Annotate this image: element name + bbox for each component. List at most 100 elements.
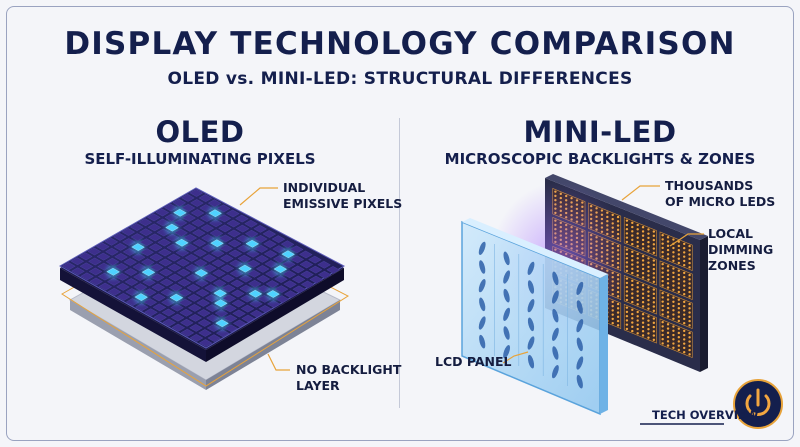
micro-led (641, 330, 645, 333)
micro-led (625, 314, 629, 318)
oled-pixel (197, 309, 211, 317)
oled-pixel (159, 268, 173, 277)
micro-led (641, 267, 645, 271)
oled-pixel (202, 254, 216, 262)
micro-led (688, 319, 691, 323)
oled-pixel (167, 263, 182, 272)
micro-led (683, 350, 686, 354)
liquid-crystal (503, 307, 511, 321)
lcd-callout: LCD PANEL (435, 354, 512, 369)
micro-led (625, 227, 629, 231)
oled-pixel (238, 274, 253, 283)
oled-pixel (175, 238, 189, 247)
micro-led (625, 306, 629, 309)
micro-led (683, 333, 686, 337)
micro-led (677, 244, 681, 248)
oled-pixel (262, 230, 277, 238)
liquid-crystal (551, 327, 559, 341)
oled-pixel (195, 289, 210, 297)
liquid-crystal (503, 345, 511, 359)
oled-pixel (79, 252, 93, 261)
oled-pixel (124, 278, 139, 286)
oled-pixel (190, 209, 205, 217)
lcd-leader-line (502, 351, 529, 364)
micro-led (631, 259, 634, 262)
micro-led (688, 331, 691, 335)
micro-led (631, 250, 634, 254)
micro-led (641, 301, 645, 304)
backlight-leader-line (267, 353, 290, 371)
micro-led (672, 313, 675, 316)
micro-led (688, 261, 691, 265)
oled-pixel (173, 208, 187, 217)
micro-led (677, 261, 681, 265)
micro-led (672, 333, 675, 337)
oled-pixel (281, 250, 295, 259)
micro-led (625, 219, 629, 222)
oled-pixel (246, 249, 260, 258)
liquid-crystal (527, 299, 535, 313)
micro-led (672, 300, 675, 303)
oled-pixel (230, 279, 244, 288)
micro-led (652, 330, 656, 333)
micro-led (672, 338, 675, 341)
micro-led (666, 311, 670, 314)
micro-led (677, 344, 681, 347)
oled-pixel (227, 239, 242, 248)
oled-pixel (223, 314, 238, 323)
micro-led (647, 298, 650, 302)
micro-led (647, 294, 650, 298)
micro-led (672, 271, 675, 274)
page-title: DISPLAY TECHNOLOGY COMPARISON (64, 26, 736, 62)
micro-led (661, 337, 664, 341)
oled-pixel (244, 219, 258, 228)
oled-pixel (105, 257, 120, 266)
micro-led (666, 331, 670, 335)
micro-led (631, 263, 634, 266)
oled-pixel (150, 263, 164, 272)
oled-pixel (238, 264, 252, 273)
oled-pixel (218, 234, 233, 243)
micro-led (672, 255, 675, 258)
micro-led (652, 247, 656, 250)
oled-pixel (162, 318, 176, 327)
oled-pixel (178, 288, 192, 297)
micro-led (625, 298, 629, 302)
micro-led (677, 286, 681, 289)
micro-led (677, 327, 681, 330)
micro-led (616, 324, 620, 327)
oled-pixel (178, 298, 193, 307)
pixels-callout-line2: EMISSIVE PIXELS (283, 196, 403, 211)
micro-led (636, 323, 639, 326)
micro-led (625, 327, 629, 331)
micro-led (683, 251, 686, 254)
oled-pixel (217, 214, 232, 223)
micro-led (641, 296, 645, 300)
oled-pixel (150, 273, 165, 282)
oled-pixel (244, 229, 259, 238)
oled-pixel (198, 339, 213, 347)
micro-led (683, 271, 686, 275)
zones-callout-line2: DIMMING (708, 242, 774, 257)
micro-led (616, 311, 620, 314)
micro-led (641, 321, 645, 324)
liquid-crystal (503, 270, 511, 284)
micro-led (688, 282, 691, 285)
micro-led (672, 275, 675, 279)
oled-pixel (195, 279, 209, 287)
micro-led (666, 344, 670, 347)
micro-led (647, 319, 650, 322)
pixels-leader-line (239, 187, 278, 206)
oled-pixel (105, 247, 119, 256)
micro-led (688, 311, 691, 314)
oled-pixel (275, 295, 289, 303)
micro-led (677, 290, 681, 294)
oled-pixel (96, 252, 111, 261)
oled-pixel (87, 247, 102, 256)
micro-led (647, 307, 650, 310)
oled-pixel (191, 219, 205, 227)
micro-led (616, 315, 620, 319)
oled-pixel (235, 224, 250, 233)
oled-pixel (291, 265, 305, 274)
micro-led (636, 257, 639, 260)
